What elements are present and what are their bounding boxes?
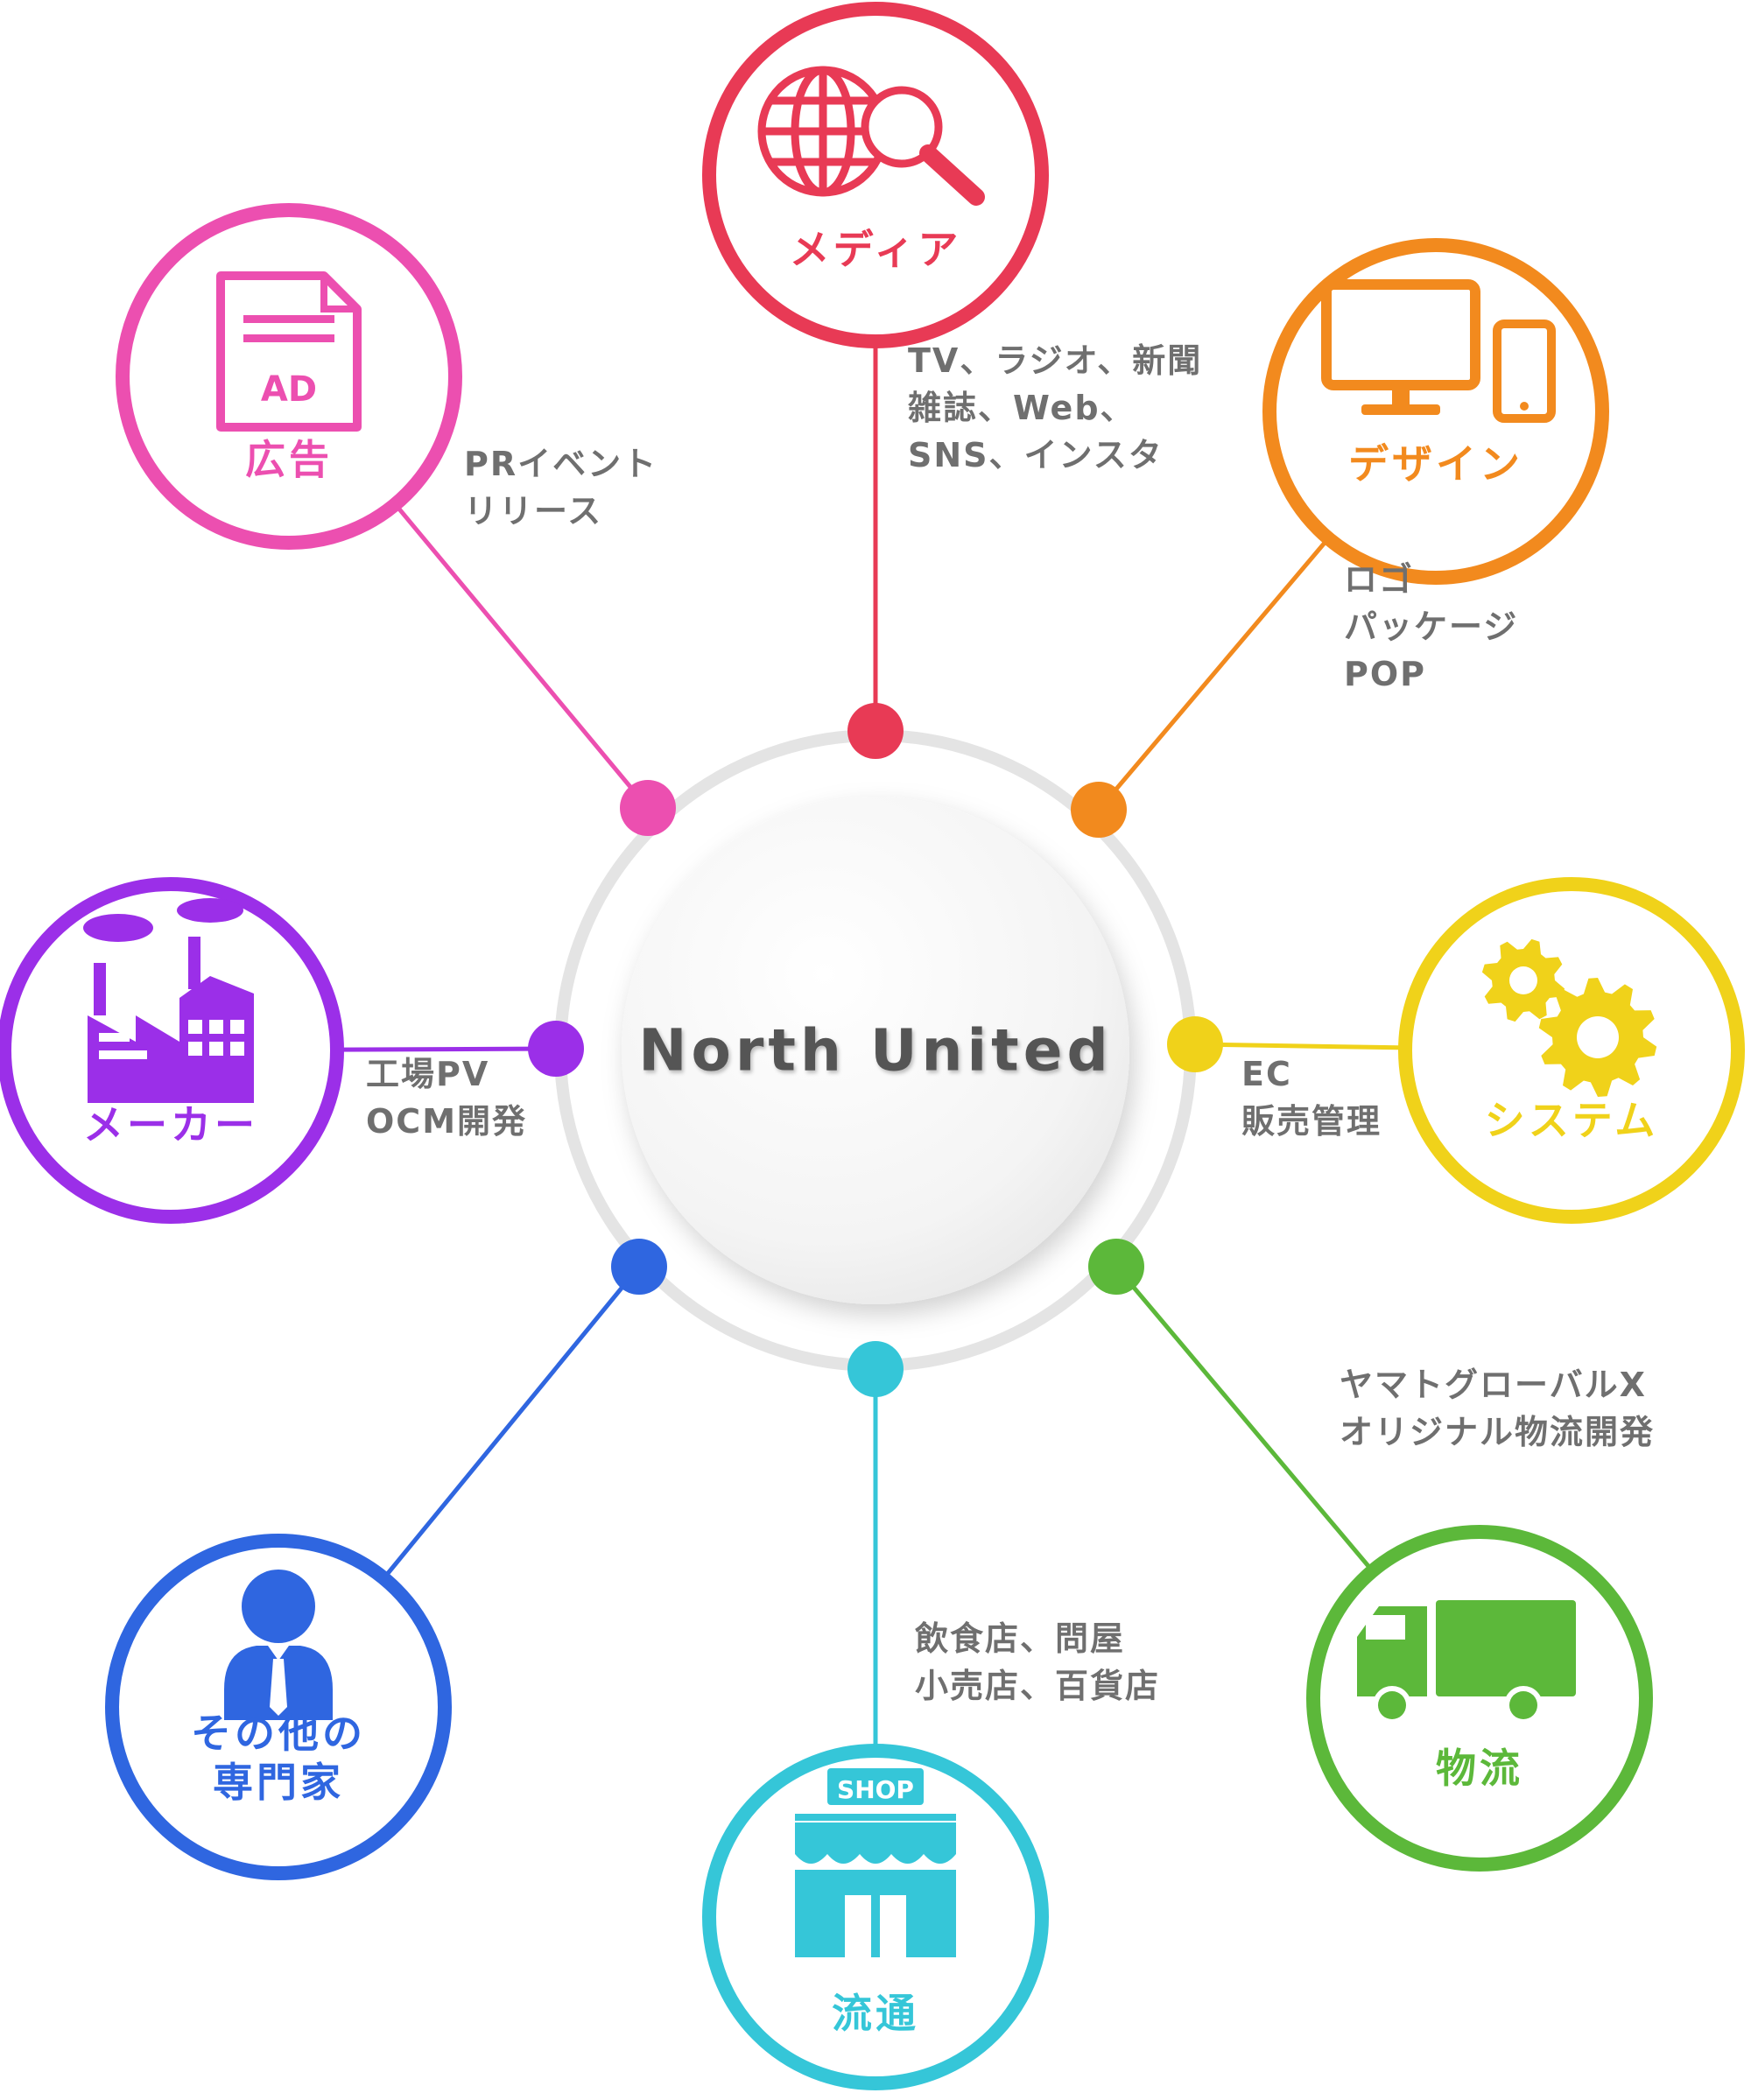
node-desc-media: TV、ラジオ、新聞雑誌、Web、 SNS、インスタ (908, 337, 1202, 479)
node-desc-ad: PRイベントリリース (464, 440, 658, 535)
node-desc-line: ロゴ (1344, 560, 1415, 599)
node-name-line: システム (1484, 1097, 1659, 1144)
businessman-icon (224, 1570, 333, 1720)
connector-line-design (1097, 537, 1331, 811)
small-gear-shape (1481, 938, 1565, 1022)
node-circle-ad[interactable] (116, 203, 462, 550)
node-icons: SHOP (83, 66, 1657, 1957)
node-name-line: 物流 (1436, 1745, 1523, 1792)
node-desc-line: リリース (464, 492, 603, 530)
node-desc-line: SNS、インスタ (908, 436, 1164, 474)
gears-icon (1481, 938, 1657, 1097)
factory-icon (83, 898, 254, 1103)
node-circle-logistics[interactable] (1306, 1525, 1653, 1872)
connector-dot-maker (528, 1021, 584, 1077)
node-name-design: デザイン (1348, 439, 1523, 488)
node-desc-line: TV、ラジオ、新聞 (908, 341, 1203, 380)
node-name-line: メディア (789, 226, 962, 273)
node-name-maker: メーカー (83, 1100, 258, 1149)
node-desc-distribution: 飲食店、問屋小売店、百貨店 (915, 1615, 1160, 1710)
node-circle-media[interactable] (702, 2, 1049, 348)
connector-dot-experts (611, 1239, 667, 1295)
node-name-experts: その他の専門家 (191, 1709, 366, 1807)
connector-line-system (1194, 1042, 1406, 1050)
connector-dot-media (847, 703, 904, 759)
node-desc-maker: 工場PV OCM開発 (366, 1050, 527, 1145)
node-name-line: 広告 (245, 436, 333, 483)
center-disc (622, 797, 1129, 1304)
truck-icon (1357, 1600, 1576, 1724)
node-name-media: メディア (790, 225, 962, 274)
node-name-line: デザイン (1348, 440, 1523, 488)
center-title: North United (638, 1016, 1113, 1085)
shop-icon: SHOP (795, 1768, 956, 1957)
connector-dot-system (1167, 1016, 1223, 1072)
big-gear-shape (1538, 978, 1657, 1097)
connector-line-experts (382, 1265, 641, 1580)
node-name-distribution: 流通 (832, 1989, 919, 2038)
node-desc-line: POP (1344, 655, 1427, 693)
node-desc-line: ヤマトグローバルX (1340, 1366, 1647, 1404)
connector-dot-ad (620, 780, 676, 836)
globe-search-icon (757, 66, 985, 206)
node-desc-system: EC 販売管理 (1241, 1050, 1382, 1145)
connector-dot-distribution (847, 1341, 904, 1397)
node-desc-logistics: ヤマトグローバルX オリジナル物流開発 (1340, 1361, 1655, 1456)
node-name-line: その他の (191, 1710, 366, 1757)
node-desc-line: 販売管理 (1241, 1102, 1382, 1141)
node-name-line: 専門家 (213, 1759, 344, 1806)
node-desc-line: EC (1241, 1055, 1292, 1093)
node-desc-line: オリジナル物流開発 (1340, 1413, 1656, 1451)
connector-line-ad (393, 502, 650, 810)
connector-line-maker (336, 1046, 557, 1052)
node-name-logistics: 物流 (1436, 1744, 1523, 1793)
node-name-line: 流通 (832, 1990, 919, 2037)
connector-dots (528, 703, 1223, 1397)
node-desc-line: OCM開発 (366, 1102, 528, 1141)
ad-icon-text: AD (261, 369, 317, 410)
node-name-system: システム (1485, 1096, 1659, 1145)
node-desc-line: パッケージ (1344, 608, 1519, 646)
node-desc-line: 小売店、百貨店 (915, 1667, 1161, 1705)
monitor-phone-icon (1321, 279, 1556, 423)
node-name-line: メーカー (83, 1101, 258, 1148)
node-desc-line: 工場PV (366, 1055, 490, 1093)
node-desc-line: PRイベント (464, 445, 658, 483)
shop-sign-text: SHOP (837, 1775, 914, 1804)
node-desc-design: ロゴパッケージ POP (1344, 556, 1518, 698)
connector-dot-design (1071, 782, 1127, 838)
node-name-ad: 広告 (245, 435, 333, 484)
node-desc-line: 飲食店、問屋 (915, 1619, 1126, 1658)
connector-line-logistics (1115, 1265, 1375, 1573)
connector-lines (336, 341, 1406, 1751)
node-desc-line: 雑誌、Web、 (908, 389, 1136, 427)
connector-dot-logistics (1088, 1239, 1144, 1295)
ad-document-icon: AD (216, 271, 362, 432)
